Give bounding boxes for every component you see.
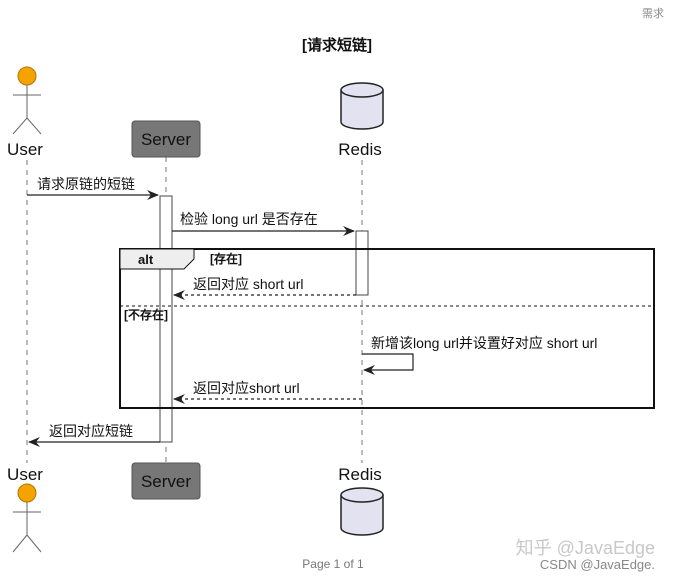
- watermark-zhihu: 知乎 @JavaEdge: [516, 538, 655, 558]
- user-label-top: User: [7, 140, 43, 159]
- message-label: 请求原链的短链: [37, 176, 135, 192]
- database-icon: [340, 495, 384, 536]
- fragment-type-label: alt: [138, 252, 154, 267]
- diagram-title: [请求短链]: [302, 36, 372, 54]
- fragment-condition: [存在]: [210, 251, 242, 266]
- server-label-bottom: Server: [141, 472, 191, 491]
- message-label: 检验 long url 是否存在: [180, 211, 318, 227]
- message-label: 返回对应短链: [49, 423, 133, 439]
- redis-activation: [355, 230, 369, 296]
- alt-fragment: alt [存在] [不存在]: [119, 248, 655, 409]
- message-arrow: [362, 353, 414, 375]
- database-icon: [340, 90, 384, 130]
- header-corner-label: 需求: [642, 7, 664, 20]
- user-actor-top: User: [7, 66, 43, 159]
- message-label: 返回对应short url: [193, 380, 300, 396]
- fragment-condition: [不存在]: [124, 307, 168, 322]
- page-indicator: Page 1 of 1: [302, 557, 364, 571]
- redis-database-bottom: Redis: [338, 465, 384, 536]
- actor-head-icon: [17, 66, 37, 86]
- message-label: 返回对应 short url: [193, 276, 303, 292]
- user-label-bottom: User: [7, 465, 43, 484]
- redis-label-bottom: Redis: [338, 465, 381, 484]
- server-participant-top: Server: [131, 120, 201, 158]
- redis-label-top: Redis: [338, 140, 381, 159]
- server-label-top: Server: [141, 130, 191, 149]
- server-participant-bottom: Server: [131, 462, 201, 500]
- message-label: 新增该long url并设置好对应 short url: [371, 335, 597, 351]
- redis-database-top: Redis: [338, 82, 384, 159]
- actor-head-icon: [17, 483, 37, 503]
- watermark-csdn: CSDN @JavaEdge.: [540, 557, 655, 572]
- user-actor-bottom: User: [7, 465, 43, 553]
